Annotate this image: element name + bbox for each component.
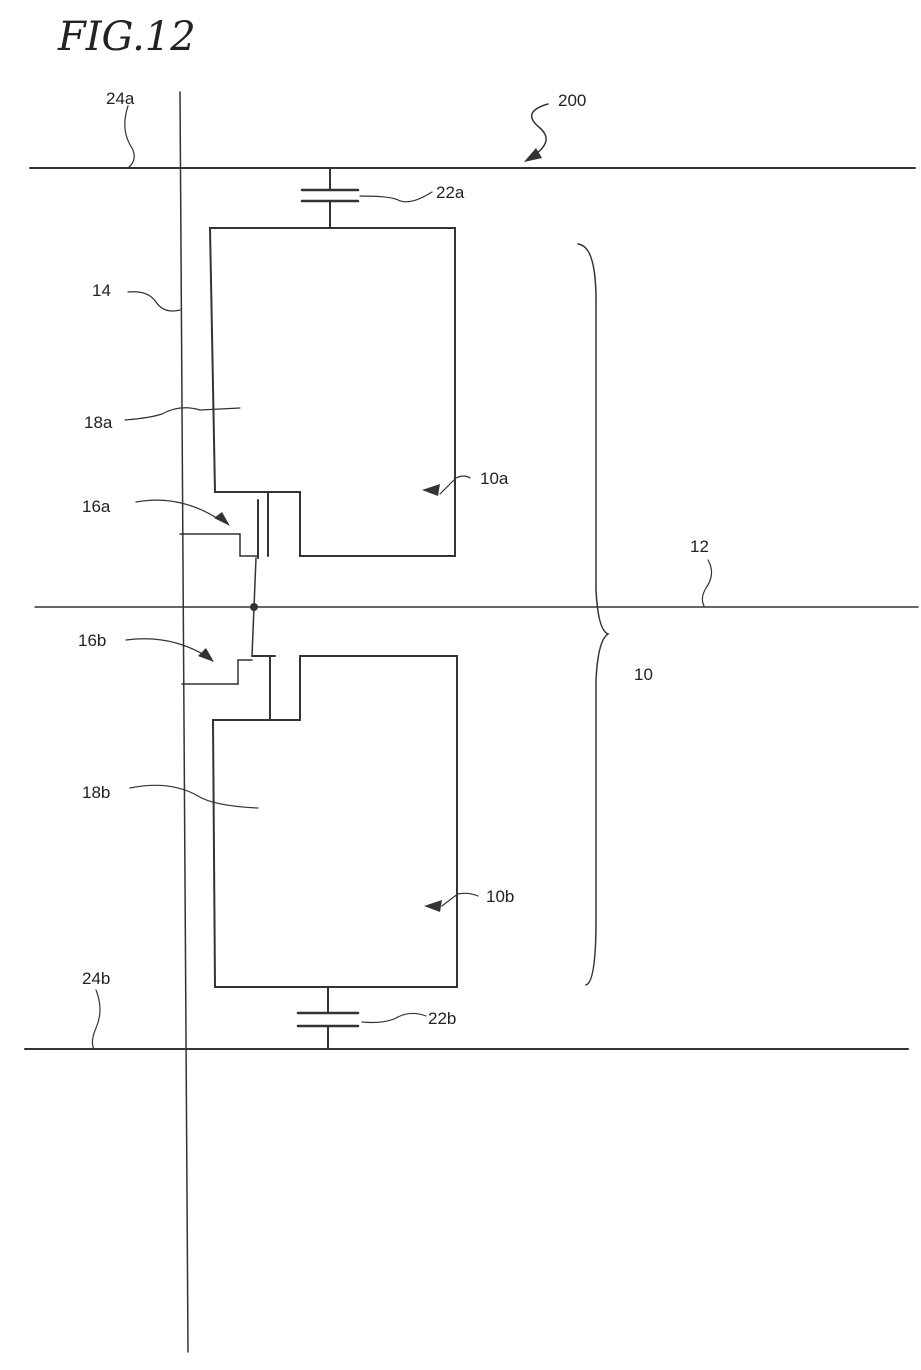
leader-14 [128,292,180,311]
arrow-10a-head [422,484,440,496]
figure-title: FIG.12 [57,14,196,60]
label-22a: 22a [436,183,465,202]
label-12: 12 [690,537,709,556]
capacitor-22b [298,987,358,1049]
tft-16a [180,492,268,607]
arrow-16a-head [214,512,230,526]
label-22b: 22b [428,1009,456,1028]
leader-18b [130,785,258,808]
label-10b: 10b [486,887,514,906]
leader-12 [702,560,711,606]
arrow-200-head [524,148,542,162]
label-14: 14 [92,281,111,300]
leader-16a [136,500,220,520]
leader-200 [530,104,548,158]
label-18b: 18b [82,783,110,802]
arrow-16b-head [198,648,214,662]
leader-24a [125,106,134,168]
capacitor-22a [302,168,358,228]
label-18a: 18a [84,413,113,432]
label-200: 200 [558,91,586,110]
label-24b: 24b [82,969,110,988]
subpixel-electrode-18a [210,228,455,556]
leader-22b [362,1013,426,1022]
subpixel-electrode-18b [213,656,457,987]
label-16b: 16b [78,631,106,650]
label-10a: 10a [480,469,509,488]
leader-24b [92,990,100,1049]
label-16a: 16a [82,497,111,516]
leader-16b [126,639,206,656]
leader-22a [360,192,432,202]
brace-10 [578,244,608,985]
leader-10b [442,893,478,906]
label-24a: 24a [106,89,135,108]
line-14 [180,92,188,1352]
tft-16b [182,607,275,720]
label-10: 10 [634,665,653,684]
arrow-10b-head [424,900,442,912]
